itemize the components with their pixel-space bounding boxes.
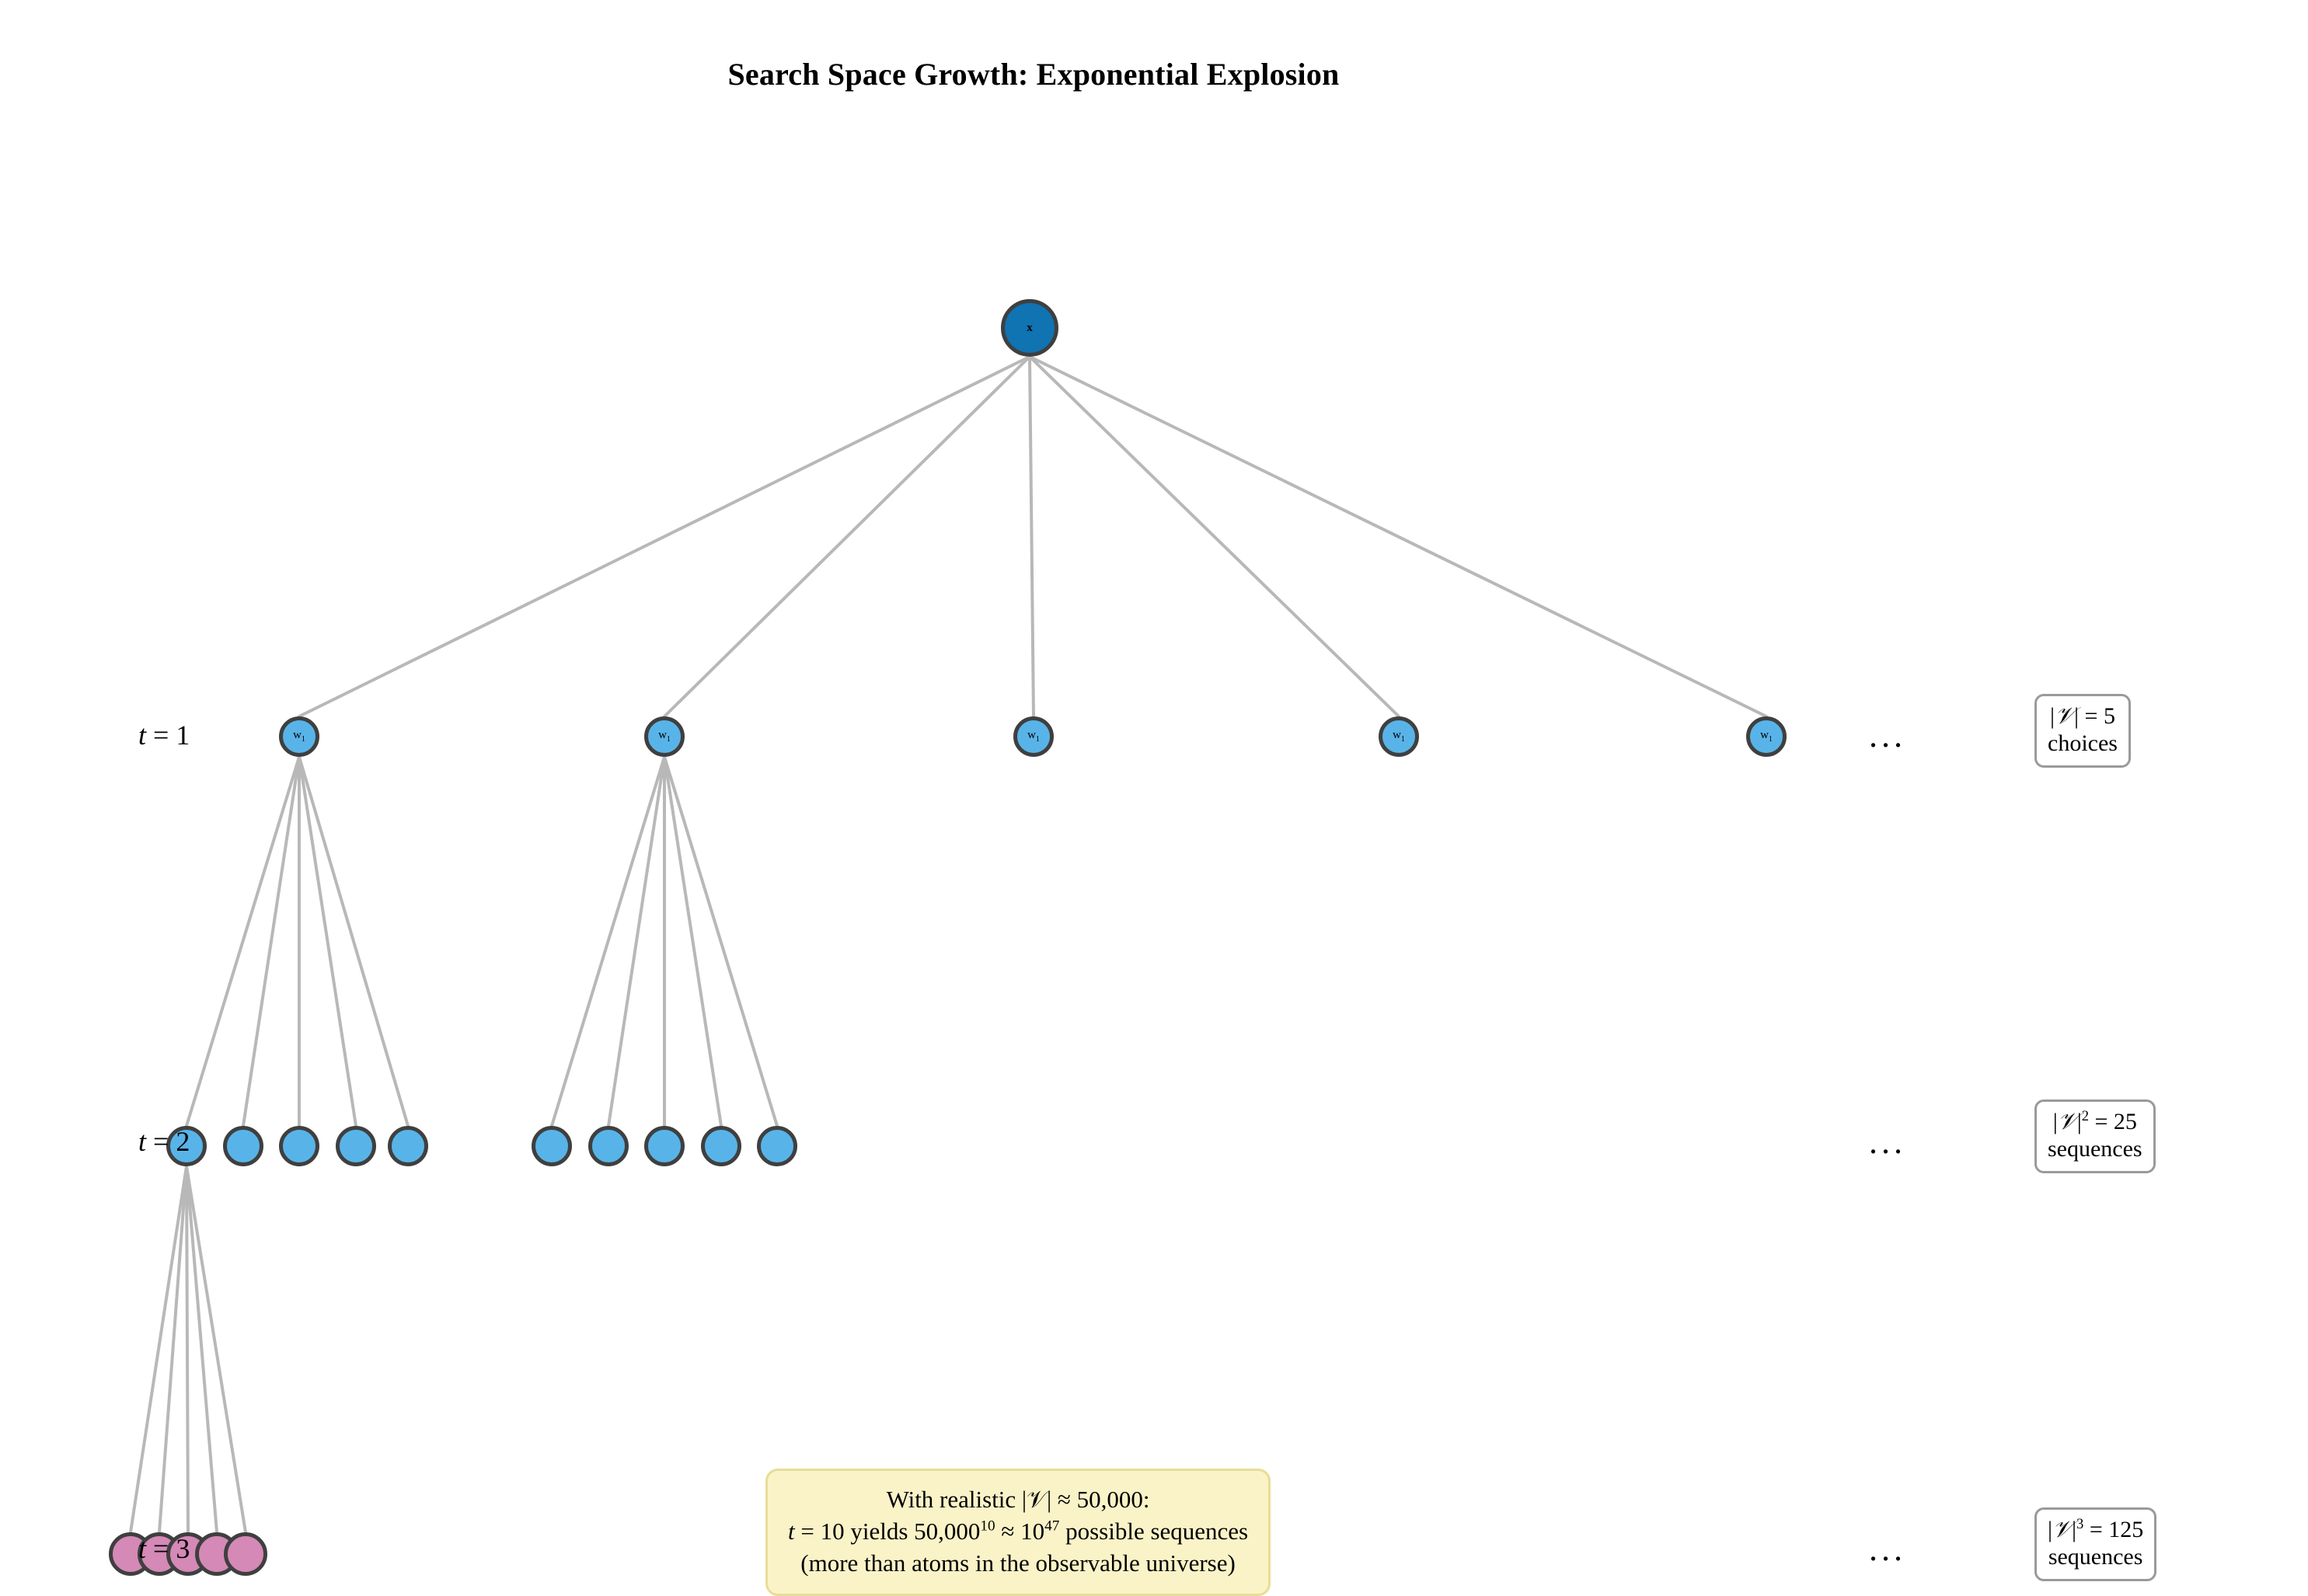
- node-label: w1: [1760, 729, 1773, 744]
- count-box-unit: sequences: [2048, 1136, 2142, 1162]
- node-t2-4[interactable]: [336, 1126, 376, 1166]
- tree-edge: [185, 1165, 247, 1534]
- node-t1-2[interactable]: w1: [644, 716, 685, 757]
- node-label: w1: [1393, 729, 1405, 744]
- node-t2-7[interactable]: [588, 1126, 629, 1166]
- ellipsis-t2: ...: [1869, 1123, 1906, 1161]
- tree-edge: [607, 755, 666, 1127]
- page-title: Search Space Growth: Exponential Explosi…: [727, 57, 1340, 92]
- count-box-expr: |𝒱|2 = 25: [2052, 1108, 2137, 1134]
- row-label-t2: t = 2: [138, 1126, 190, 1157]
- count-box-expr: |𝒱|3 = 125: [2048, 1516, 2144, 1542]
- tree-edge: [185, 1165, 218, 1534]
- tree-edge: [663, 755, 779, 1127]
- tree-edge: [298, 755, 410, 1127]
- tree-edge: [298, 755, 357, 1127]
- node-label: w1: [658, 729, 671, 744]
- node-t2-3[interactable]: [279, 1126, 319, 1166]
- count-box-unit: choices: [2048, 730, 2118, 757]
- node-label: w1: [293, 729, 305, 744]
- callout-t-var: t: [788, 1518, 795, 1545]
- node-label: x: [1027, 321, 1033, 334]
- tree-edge: [1028, 355, 1035, 718]
- count-box-expr: |𝒱| = 5: [2050, 703, 2115, 729]
- node-t2-10[interactable]: [757, 1126, 797, 1166]
- callout-line-2b: ≈ 10: [995, 1518, 1045, 1545]
- node-t2-6[interactable]: [532, 1126, 572, 1166]
- tree-edge: [185, 755, 301, 1127]
- node-t1-4[interactable]: w1: [1379, 716, 1419, 757]
- tree-edge: [185, 1165, 190, 1534]
- node-label: w1: [1027, 729, 1040, 744]
- node-t1-5[interactable]: w1: [1746, 716, 1787, 757]
- node-t1-1[interactable]: w1: [279, 716, 319, 757]
- callout-line-2: t = 10 yields 50,00010 ≈ 1047 possible s…: [788, 1515, 1248, 1547]
- node-t2-2[interactable]: [223, 1126, 263, 1166]
- node-t2-1[interactable]: [166, 1126, 207, 1166]
- callout-line-2a: = 10 yields 50,000: [794, 1518, 981, 1545]
- callout-line-1: With realistic |𝒱| ≈ 50,000:: [886, 1486, 1150, 1513]
- root-node[interactable]: x: [1001, 299, 1058, 357]
- callout-line-3: (more than atoms in the observable unive…: [800, 1549, 1236, 1577]
- tree-edge: [1028, 355, 1768, 718]
- tree-edge: [129, 1165, 188, 1534]
- callout-exp-2: 47: [1044, 1518, 1060, 1535]
- count-box-unit: sequences: [2048, 1544, 2143, 1570]
- callout-exp-1: 10: [980, 1518, 995, 1535]
- callout-line-2c: possible sequences: [1059, 1518, 1249, 1545]
- node-t2-9[interactable]: [701, 1126, 741, 1166]
- tree-edge: [550, 755, 666, 1127]
- node-t2-8[interactable]: [644, 1126, 685, 1166]
- tree-edge: [298, 355, 1031, 718]
- tree-edge: [158, 1165, 188, 1534]
- row-label-t1: t = 1: [138, 720, 190, 751]
- tree-edge: [242, 755, 301, 1127]
- tree-edge: [663, 755, 723, 1127]
- row-label-t3: t = 3: [138, 1533, 190, 1564]
- ellipsis-t1: ...: [1869, 716, 1906, 754]
- ellipsis-t3: ...: [1869, 1530, 1906, 1568]
- node-t2-5[interactable]: [388, 1126, 428, 1166]
- node-t3-5[interactable]: [224, 1532, 267, 1576]
- node-t1-3[interactable]: w1: [1013, 716, 1054, 757]
- tree-edge: [663, 355, 1031, 718]
- callout-box: With realistic |𝒱| ≈ 50,000: t = 10 yiel…: [765, 1469, 1271, 1596]
- tree-edge: [1028, 355, 1400, 718]
